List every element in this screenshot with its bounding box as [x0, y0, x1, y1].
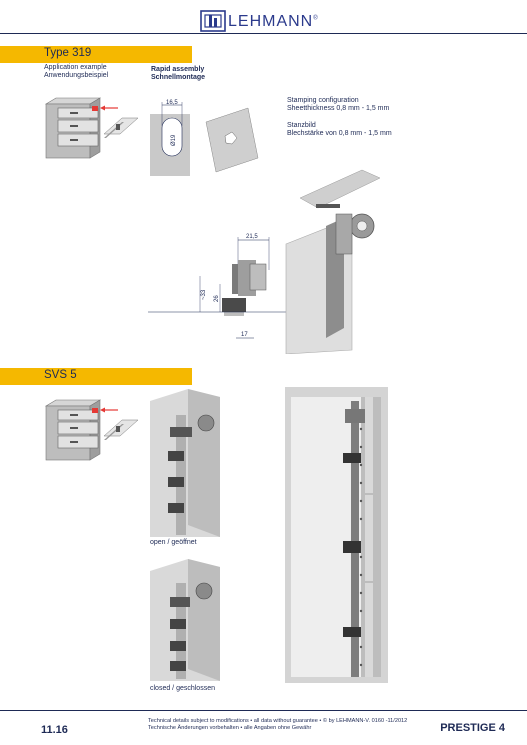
section-title: Type 319: [44, 47, 92, 59]
application-en: Application example: [44, 64, 107, 71]
footer-note: Technical details subject to modificatio…: [148, 718, 407, 732]
application-caption: Application example Anwendungsbeispiel: [44, 64, 108, 81]
assembly-de: Schnellmontage: [151, 74, 206, 82]
brand-name: LEHMANN®: [228, 13, 319, 30]
footer-rule: [0, 710, 527, 711]
dim-33-label: ~33: [201, 289, 207, 300]
stamping-title-de: Stanzbild: [287, 121, 316, 129]
dim-diameter-label: Ø19: [171, 134, 177, 146]
header-rule: [0, 33, 527, 34]
section-title: SVS 5: [44, 369, 77, 381]
application-de: Anwendungsbeispiel: [44, 72, 109, 80]
lehmann-logo-icon: [200, 10, 226, 32]
section-title-bar: SVS 5: [0, 368, 192, 385]
series-name: PRESTIGE 4: [440, 722, 505, 734]
lehmann-logo: LEHMANN®: [198, 8, 348, 34]
dim-top-label: 21,5: [246, 234, 258, 240]
dim-width-label: 16,5: [166, 100, 178, 106]
stamping-title-en: Stamping configuration: [287, 97, 359, 104]
cabinet-illustration: [44, 97, 139, 159]
assembly-caption: Rapid assembly Schnellmontage: [151, 66, 205, 83]
stamping-value-de: Blechstärke von 0,8 mm - 1,5 mm: [287, 130, 392, 138]
caption-closed: closed / geschlossen: [150, 685, 215, 692]
caption-open: open / geöffnet: [150, 539, 197, 546]
footer-note-de: Technische Änderungen vorbehalten • alle…: [148, 725, 312, 731]
cabinet-illustration: [44, 399, 139, 461]
dim-26-label: 26: [214, 295, 220, 302]
lock-closed-image: [150, 559, 220, 681]
stamping-drawing: 16,5 Ø19: [150, 100, 259, 176]
assembly-en: Rapid assembly: [151, 66, 205, 73]
dim-17-label: 17: [241, 332, 248, 338]
section-title-bar: Type 319: [0, 46, 192, 63]
stamping-value-en: Sheetthickness 0,8 mm - 1,5 mm: [287, 105, 390, 113]
page-number: 11.16: [41, 724, 68, 736]
cabinet-side-image: [285, 387, 388, 683]
stamping-text: Stamping configuration Sheetthickness 0,…: [287, 97, 392, 139]
footer-note-en: Technical details subject to modificatio…: [148, 718, 408, 724]
dimension-drawing: 21,5 ~33 26 17: [148, 234, 288, 339]
lock-open-image: [150, 389, 220, 537]
lock-3d-sketch: [285, 169, 381, 354]
